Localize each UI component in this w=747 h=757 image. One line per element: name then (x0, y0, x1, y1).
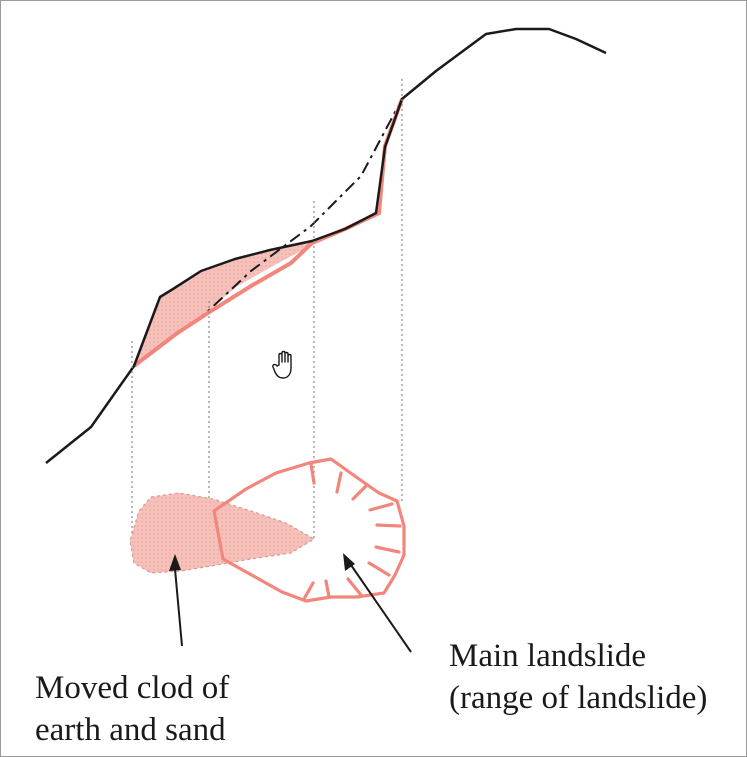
main-landslide-label: Main landslide (range of landslide) (449, 635, 707, 719)
moved-earth-arrow (175, 569, 182, 646)
moved-earth-label-line-1: Moved clod of (35, 667, 229, 709)
hand-cursor-icon (271, 349, 301, 381)
landslide-scarp-hachures (304, 464, 400, 599)
main-landslide-label-line-2: (range of landslide) (449, 677, 707, 719)
main-landslide-arrow (351, 565, 411, 652)
main-landslide-label-line-1: Main landslide (449, 635, 707, 677)
ground-surface-line (46, 29, 606, 463)
moved-earth-label: Moved clod of earth and sand (35, 667, 229, 751)
moved-earth-label-line-2: earth and sand (35, 709, 229, 751)
